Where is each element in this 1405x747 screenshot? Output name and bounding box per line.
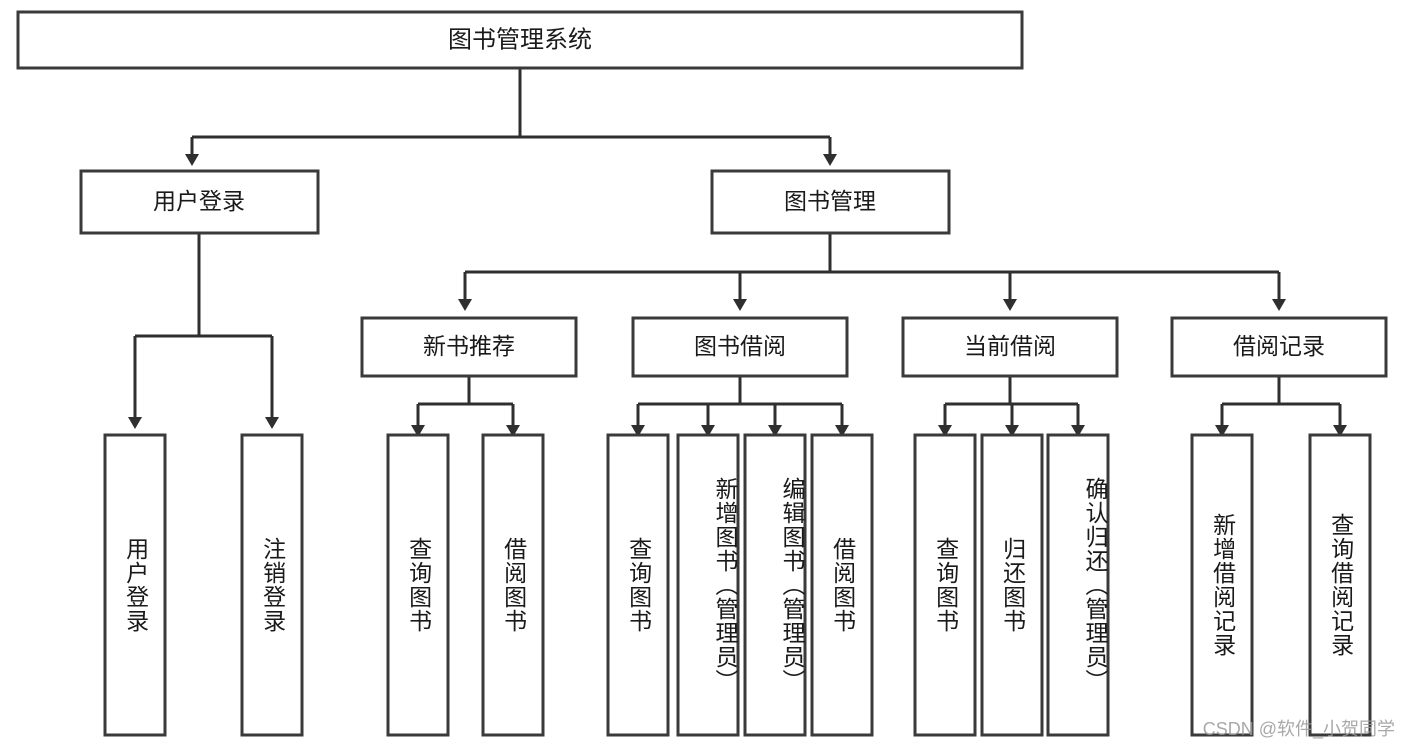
connector-borrow-to-leaves [631, 376, 849, 437]
node-borrow-record-label: 借阅记录 [1233, 333, 1325, 359]
node-book-borrow-label: 图书借阅 [694, 333, 786, 359]
node-new-book-recommend-label: 新书推荐 [423, 333, 515, 359]
leaf-box-bb-borrow[interactable] [810, 433, 874, 737]
leaf-box-bb-add[interactable] [676, 433, 740, 737]
node-user-login[interactable]: 用户登录 [79, 169, 320, 235]
leaf-box-cb-query[interactable] [913, 433, 977, 737]
node-book-management-label: 图书管理 [784, 188, 876, 214]
leaf-box-bb-edit[interactable] [743, 433, 807, 737]
leaf-boxes [103, 433, 1372, 737]
node-root[interactable]: 图书管理系统 [16, 10, 1024, 70]
node-new-book-recommend[interactable]: 新书推荐 [360, 316, 578, 378]
leaf-box-logout[interactable] [240, 433, 304, 737]
connector-bookmgmt-to-level2 [458, 233, 1286, 311]
node-borrow-record[interactable]: 借阅记录 [1170, 316, 1388, 378]
csdn-watermark: CSDN @软件_小贺同学 [1202, 719, 1395, 739]
leaf-box-cb-confirm[interactable] [1046, 433, 1110, 737]
node-book-management[interactable]: 图书管理 [710, 169, 951, 235]
node-user-login-label: 用户登录 [153, 188, 245, 214]
connector-current-to-leaves [938, 376, 1085, 437]
leaf-box-br-query[interactable] [1308, 433, 1372, 737]
connector-newbook-to-leaves [411, 376, 520, 437]
leaf-box-nb-borrow[interactable] [481, 433, 545, 737]
node-root-label: 图书管理系统 [448, 26, 592, 53]
node-book-borrow[interactable]: 图书借阅 [631, 316, 849, 378]
node-current-borrow[interactable]: 当前借阅 [901, 316, 1119, 378]
leaf-box-bb-query[interactable] [606, 433, 670, 737]
leaf-box-user-login[interactable] [103, 433, 167, 737]
leaf-box-cb-return[interactable] [980, 433, 1044, 737]
leaf-box-br-add[interactable] [1190, 433, 1254, 737]
leaf-box-nb-query[interactable] [386, 433, 450, 737]
node-current-borrow-label: 当前借阅 [964, 333, 1056, 359]
connector-record-to-leaves [1215, 376, 1347, 437]
connector-root-to-level1 [185, 68, 837, 166]
connector-userlogin-to-leaves [128, 233, 279, 429]
